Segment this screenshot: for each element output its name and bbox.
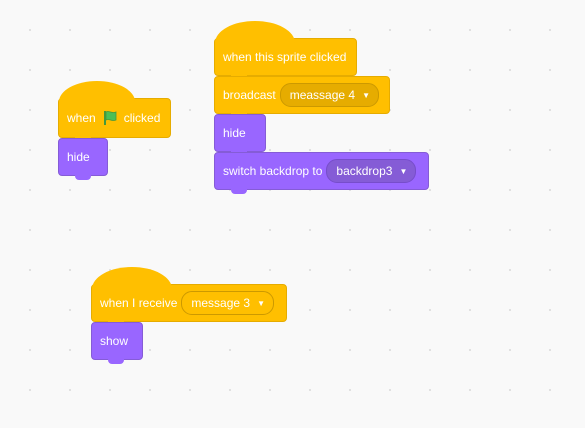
when-label: when	[67, 111, 96, 125]
broadcast-message-dropdown[interactable]: meassage 4 ▼	[279, 83, 379, 107]
hat-cap	[92, 267, 172, 293]
switch-backdrop-block[interactable]: switch backdrop to backdrop3 ▼	[214, 152, 429, 194]
broadcast-message-value: meassage 4	[289, 88, 356, 102]
script-when-flag-clicked[interactable]: when clicked hide	[58, 81, 171, 180]
when-i-receive-label: when I receive	[100, 296, 178, 310]
hat-cap	[59, 81, 135, 107]
show-block[interactable]: show	[91, 322, 143, 364]
caret-down-icon: ▼	[362, 90, 370, 100]
hide-label: hide	[67, 150, 90, 164]
when-this-sprite-clicked-label: when this sprite clicked	[223, 50, 347, 64]
when-this-sprite-clicked-block[interactable]: when this sprite clicked	[214, 21, 357, 80]
broadcast-block[interactable]: broadcast meassage 4 ▼	[214, 76, 390, 118]
backdrop-value: backdrop3	[336, 164, 393, 178]
when-flag-clicked-block[interactable]: when clicked	[58, 81, 171, 142]
clicked-label: clicked	[123, 111, 161, 125]
caret-down-icon: ▼	[257, 298, 265, 308]
hat-cap	[215, 21, 295, 47]
when-i-receive-block[interactable]: when I receive message 3 ▼	[91, 267, 287, 326]
switch-backdrop-label: switch backdrop to	[223, 164, 323, 178]
hide-label: hide	[223, 126, 246, 140]
script-when-sprite-clicked[interactable]: when this sprite clicked broadcast meass…	[214, 21, 429, 194]
hide-block[interactable]: hide	[214, 114, 266, 156]
show-label: show	[100, 334, 129, 348]
broadcast-label: broadcast	[223, 88, 276, 102]
caret-down-icon: ▼	[399, 166, 408, 176]
receive-message-value: message 3	[191, 296, 251, 310]
hide-block[interactable]: hide	[58, 138, 108, 180]
backdrop-dropdown[interactable]: backdrop3 ▼	[326, 159, 417, 183]
green-flag-icon	[103, 111, 117, 125]
receive-message-dropdown[interactable]: message 3 ▼	[181, 291, 274, 315]
script-when-i-receive[interactable]: when I receive message 3 ▼ show	[91, 267, 287, 364]
